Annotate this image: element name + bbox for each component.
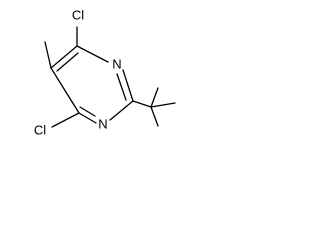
bond-tert-methyl-top [150, 87, 159, 108]
bond-c2-tert-carbon [132, 100, 152, 108]
atom-label-cl-top: Cl [72, 8, 84, 23]
bond-c5-methyl [44, 41, 52, 69]
bond-n3-c4-inner [79, 106, 96, 117]
bond-c5-c6 [50, 45, 78, 69]
bond-tert-methyl-bottom [150, 106, 159, 127]
bond-tert-methyl-right [150, 102, 176, 108]
atom-label-n-lower: N [98, 117, 107, 132]
molecule-structure: Cl N N Cl [34, 8, 176, 138]
bond-c6-n1 [76, 45, 109, 63]
bond-n1-c2 [122, 69, 134, 102]
bond-c5-c6-inner [56, 52, 79, 72]
bond-n1-c2-inner [116, 73, 127, 101]
bond-n3-c4 [78, 112, 97, 124]
atom-label-cl-bottom: Cl [34, 123, 46, 138]
bond-c4-cl [51, 112, 80, 128]
bond-c4-c5 [50, 67, 80, 114]
bond-c2-n3 [109, 100, 134, 121]
atom-label-n-upper: N [112, 57, 121, 72]
